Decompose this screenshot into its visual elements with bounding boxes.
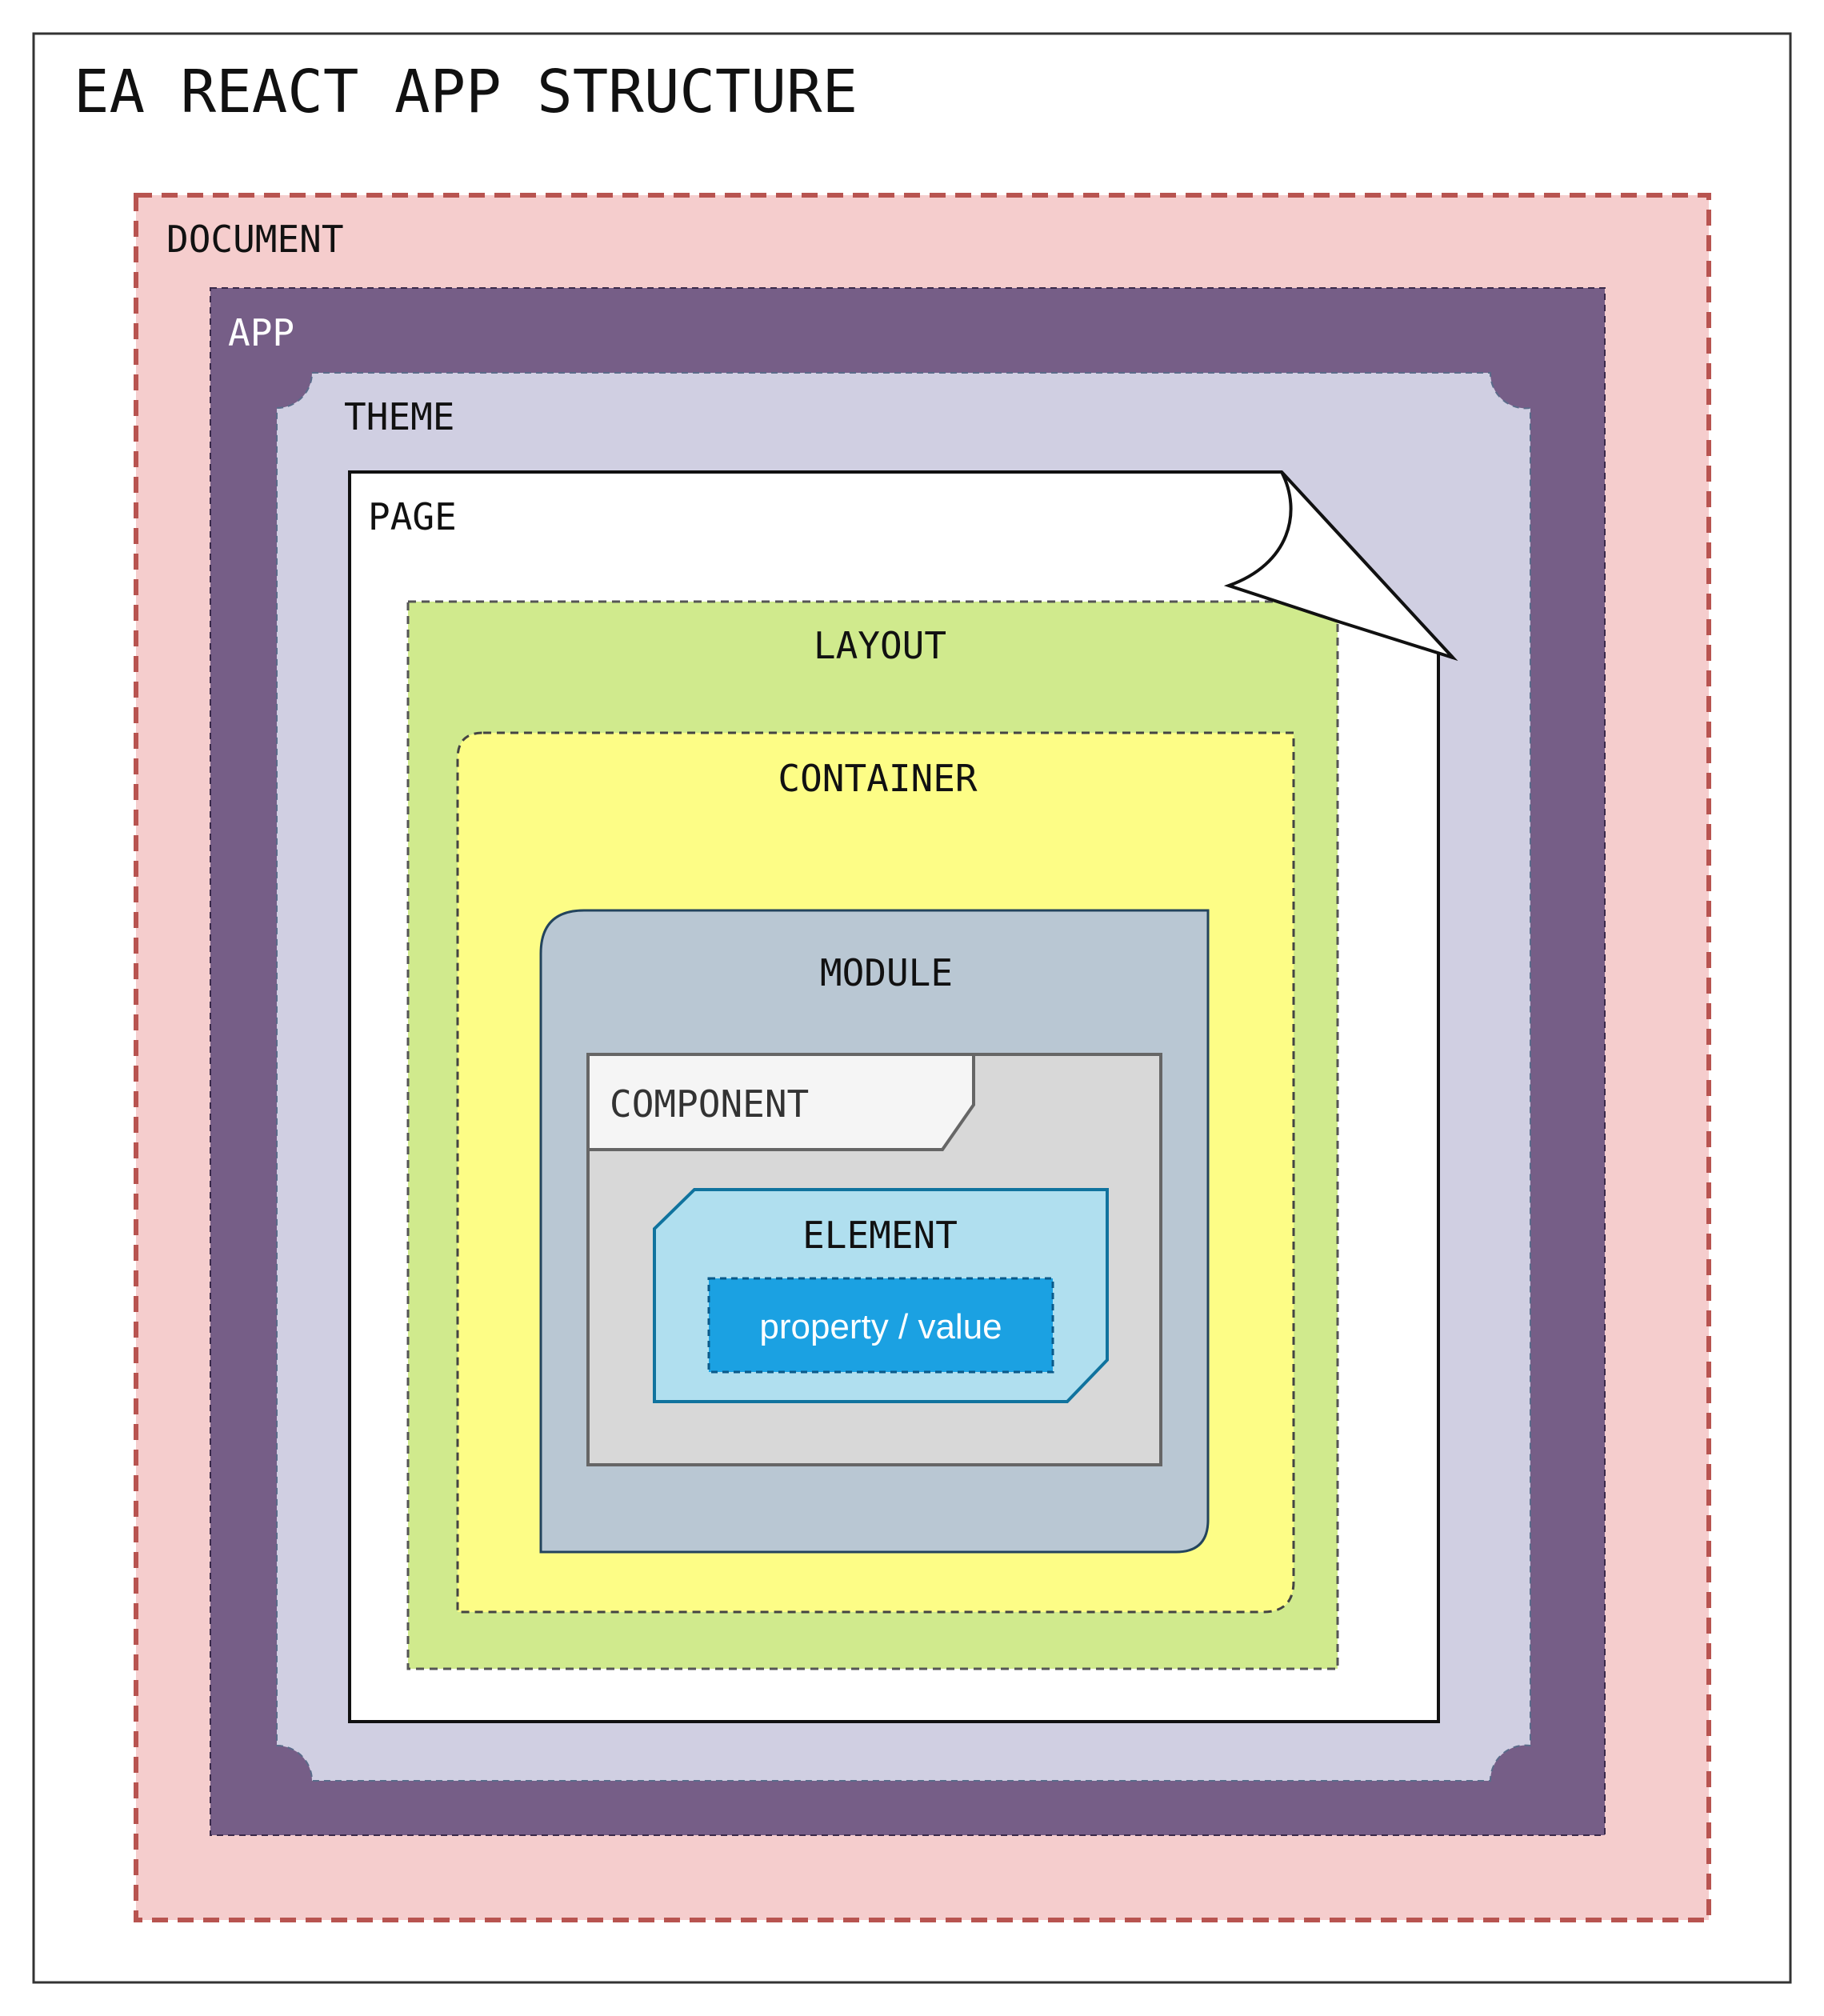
component-tab [586, 1053, 975, 1151]
module-label: MODULE [820, 951, 953, 994]
diagram-title: EA REACT APP STRUCTURE [74, 58, 858, 126]
component-label: COMPONENT [610, 1082, 809, 1126]
property-value-label: property / value [759, 1307, 1002, 1346]
element-label: ELEMENT [802, 1214, 958, 1257]
document-label: DOCUMENT [166, 218, 344, 261]
app-label: APP [228, 311, 294, 354]
property-value-box [707, 1277, 1054, 1374]
layout-label: LAYOUT [814, 624, 946, 667]
container-label: CONTAINER [778, 757, 978, 800]
page-label: PAGE [368, 495, 457, 538]
page-fold-icon [1223, 470, 1458, 662]
theme-label: THEME [344, 395, 454, 438]
